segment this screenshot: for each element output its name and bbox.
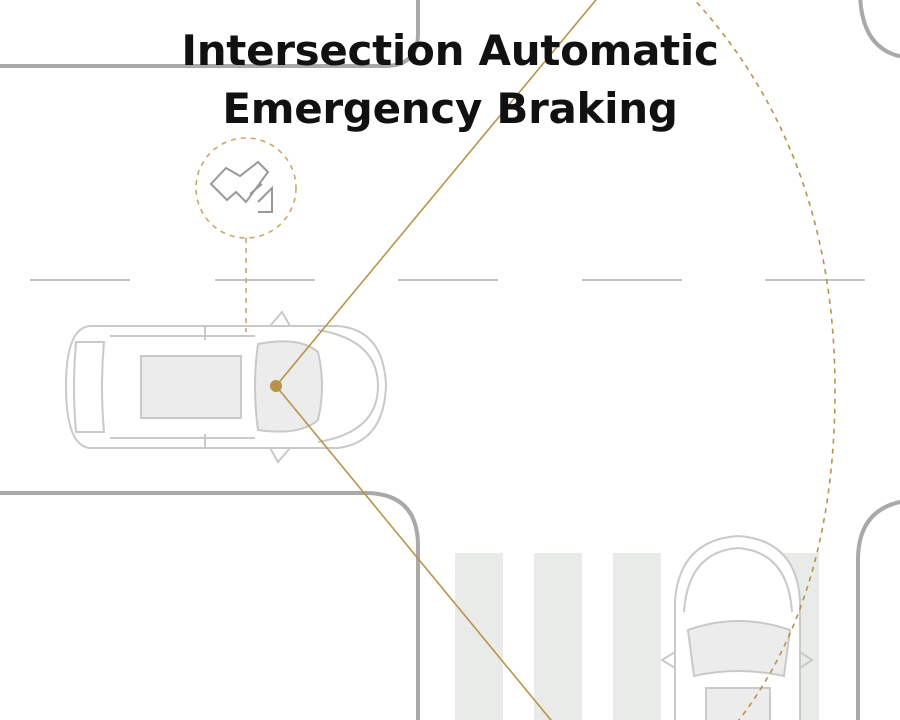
vehicle-mirror — [269, 310, 291, 327]
curb-top-left — [0, 0, 420, 68]
fov-lower-ray — [275, 385, 552, 720]
vehicle-sunroof — [705, 687, 771, 720]
vehicle-windshield — [254, 340, 323, 433]
vehicle-sunroof — [140, 355, 242, 419]
sensor-point — [270, 380, 282, 392]
vehicle-mirror — [269, 447, 291, 464]
title-line-2: Emergency Braking — [222, 84, 678, 133]
fov-upper-ray — [275, 0, 597, 387]
vehicle-rear-window — [73, 341, 106, 433]
vehicle-windshield — [686, 620, 792, 678]
title-line-1: Intersection Automatic — [181, 26, 719, 75]
crosswalk-stripe — [455, 553, 503, 720]
diagram-title: Intersection Automatic Emergency Braking — [0, 22, 900, 138]
crosswalk-stripe — [613, 553, 661, 720]
badge-ring — [195, 137, 297, 239]
fov-range-arc — [693, 0, 836, 720]
curb-bottom-right — [856, 499, 900, 720]
braking-glyph — [209, 160, 273, 213]
vehicle-hood — [317, 329, 380, 443]
host-vehicle — [64, 310, 388, 464]
crossing-vehicle — [660, 534, 814, 720]
vehicle-mirror — [799, 651, 814, 669]
sensor-coverage — [270, 0, 836, 720]
crosswalk-stripe — [534, 553, 582, 720]
vehicle-mirror — [660, 651, 676, 669]
curb-bottom-left — [0, 491, 420, 720]
vehicle-hood — [683, 546, 793, 613]
intersection-assist-icon — [195, 137, 297, 332]
curb-top-right — [858, 0, 900, 59]
